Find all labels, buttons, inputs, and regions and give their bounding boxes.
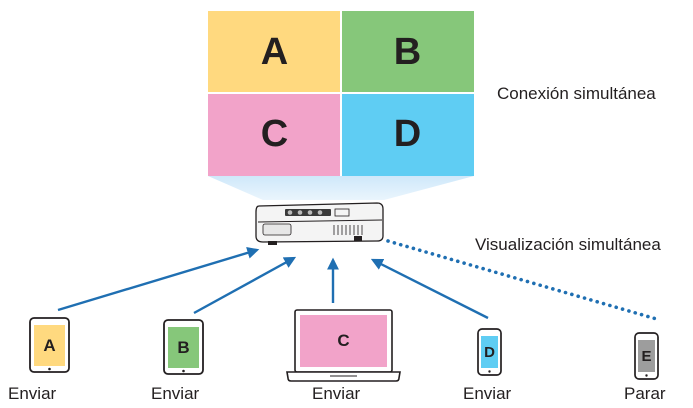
projection-beam [208,176,474,200]
device-caption-c: Enviar [312,384,361,403]
arrow-from-device-d [370,258,489,320]
screen-letter-a: A [260,30,289,73]
device-letter-c: C [337,331,350,350]
device-letter-a: A [43,335,56,355]
screen-quadrant-d [341,93,474,176]
tablet-device-a [29,317,70,373]
projector [255,202,384,245]
screen-letter-c: C [260,113,289,155]
screen-quadrant-a [208,11,341,93]
simultaneous-display-label: Visualización simultánea [475,235,661,254]
arrow-from-device-b [193,256,297,315]
screen-quadrant-c [208,93,341,176]
device-caption-d: Enviar [463,384,512,403]
device-letter-b: B [177,337,190,357]
phone-device-e [634,332,659,380]
arrow-from-device-a [57,247,260,312]
phone-device-d [477,328,502,376]
device-caption-a: Enviar [8,384,57,403]
device-letter-d: D [484,343,495,361]
simultaneous-connection-label: Conexión simultánea [497,84,656,103]
tablet-device-b [163,319,204,375]
dotted-link-device-e [386,239,662,322]
laptop-device-c [286,309,401,382]
screen-letter-d: D [393,113,422,155]
screen-quadrant-b [341,11,474,93]
device-letter-e: E [641,347,652,365]
screen-letter-b: B [393,30,422,73]
device-caption-b: Enviar [151,384,200,403]
device-caption-e: Parar [624,384,666,403]
